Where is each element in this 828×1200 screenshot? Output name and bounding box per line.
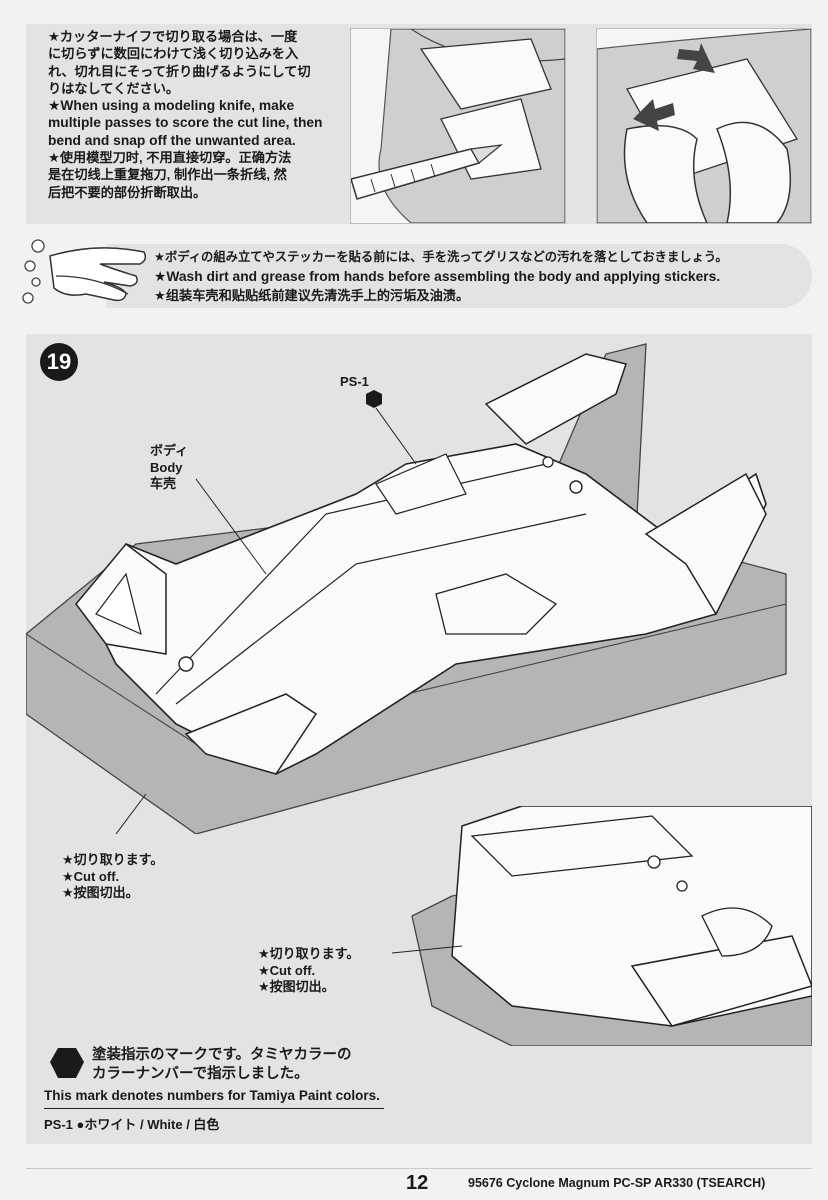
body-illustration xyxy=(26,343,787,834)
tip-line: ★When using a modeling knife, make xyxy=(48,98,295,114)
cutoff-en: ★Cut off. xyxy=(258,962,316,978)
wash-line: ★ボディの組み立てやステッカーを貼る前には、手を洗ってグリスなどの汚れを落として… xyxy=(154,250,728,264)
step-number-badge: 19 xyxy=(40,343,78,381)
body-label-jp: ボディ xyxy=(150,443,189,458)
cutoff-callout-2: ★切り取ります。 ★Cut off. ★按图切出。 xyxy=(258,946,359,996)
tip-line: りはなしてください。 xyxy=(48,80,180,96)
rear-illustration xyxy=(392,806,812,1046)
legend-paint-entry: PS-1 ●ホワイト / White / 白色 xyxy=(44,1117,220,1132)
body-label-en: Body xyxy=(150,459,183,475)
wash-line: ★Wash dirt and grease from hands before … xyxy=(154,269,721,284)
tip-line: れ、切れ目にそって折り曲げるようにして切 xyxy=(48,63,311,79)
body-label-cn: 车壳 xyxy=(150,476,177,491)
legend-jp: 塗装指示のマークです。タミヤカラーの カラーナンバーで指示しました。 xyxy=(92,1046,352,1084)
paint-code-label: PS-1 xyxy=(340,374,369,389)
wash-line: ★组装车壳和贴贴纸前建议先清洗手上的污垢及油渍。 xyxy=(154,288,470,303)
hands-wash-icon xyxy=(22,239,146,304)
tip-line: 后把不要的部份折断取出。 xyxy=(48,184,207,200)
tip-line: に切らずに数回にわけて浅く切り込みを入 xyxy=(48,46,299,62)
wash-hands-banner xyxy=(22,236,812,316)
footer-divider xyxy=(26,1168,812,1169)
legend-divider xyxy=(44,1108,384,1109)
page-number: 12 xyxy=(406,1172,429,1194)
snap-off-illustration xyxy=(596,28,812,224)
paint-code-callout: PS-1 xyxy=(340,374,369,391)
cutoff-en: ★Cut off. xyxy=(62,868,120,884)
knife-cut-illustration xyxy=(350,28,566,224)
cutoff-jp: ★切り取ります。 xyxy=(62,852,164,867)
tip-line: 是在切线上重复拖刀, 制作出一条折线, 然 xyxy=(48,167,287,183)
cutoff-jp: ★切り取ります。 xyxy=(258,946,360,961)
cutoff-callout-1: ★切り取ります。 ★Cut off. ★按图切出。 xyxy=(62,852,163,902)
body-callout: ボディ Body 车壳 xyxy=(150,443,188,493)
tip-line: multiple passes to score the cut line, t… xyxy=(48,115,323,131)
legend-jp-line: 塗装指示のマークです。タミヤカラーの xyxy=(92,1047,352,1063)
tip-line: bend and snap off the unwanted area. xyxy=(48,132,296,148)
cut-tip-text: ★カッターナイフで切り取る場合は、一度 に切らずに数回にわけて浅く切り込みを入 … xyxy=(48,28,358,201)
legend-en: This mark denotes numbers for Tamiya Pai… xyxy=(44,1088,380,1103)
tip-line: ★カッターナイフで切り取る場合は、一度 xyxy=(48,29,298,44)
paint-mark-icon xyxy=(50,1048,84,1078)
paint-mark-hex xyxy=(366,390,382,408)
cutoff-cn: ★按图切出。 xyxy=(258,979,335,994)
legend-jp-line: カラーナンバーで指示しました。 xyxy=(92,1066,309,1082)
wash-hands-text: ★ボディの組み立てやステッカーを貼る前には、手を洗ってグリスなどの汚れを落として… xyxy=(154,248,814,305)
tip-line: ★使用模型刀时, 不用直接切穿。正确方法 xyxy=(48,150,292,166)
footer-text: 95676 Cyclone Magnum PC-SP AR330 (TSEARC… xyxy=(468,1176,766,1190)
wash-hands-bar xyxy=(106,244,812,308)
cutoff-cn: ★按图切出。 xyxy=(62,885,139,900)
